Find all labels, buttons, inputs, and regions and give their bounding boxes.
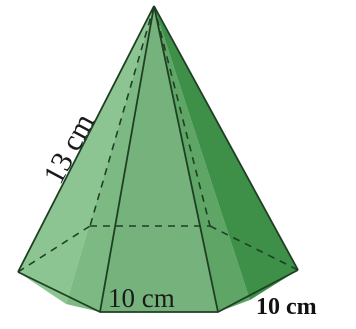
pyramid-face-left [18,6,154,304]
right-base-edge-label: 10 cm [256,294,317,320]
front-base-edge-label: 10 cm [108,283,175,313]
lateral-edge-right [153,5,299,271]
pyramid-face-right [154,6,298,300]
hidden-edges [17,5,299,273]
visible-base-edges [17,269,299,313]
visible-edges [17,5,299,313]
pyramid-face-front-right [154,6,250,312]
slant-edge-left [17,5,155,273]
lateral-edge-2 [99,5,155,313]
hidden-base-edge-left [17,225,91,273]
hidden-base-edge-right [209,225,299,271]
pyramid-face-front [100,6,218,312]
lateral-edge-3 [153,5,219,313]
